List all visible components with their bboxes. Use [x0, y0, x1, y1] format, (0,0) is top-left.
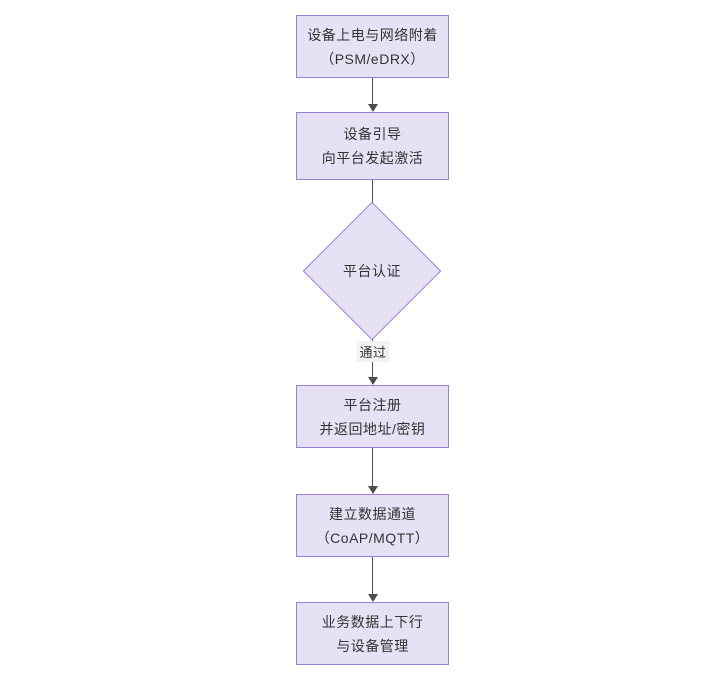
node-power-on[interactable]: 设备上电与网络附着 （PSM/eDRX） — [296, 15, 449, 78]
node-service-data[interactable]: 业务数据上下行 与设备管理 — [296, 602, 449, 665]
node-platform-register[interactable]: 平台注册 并返回地址/密钥 — [296, 385, 449, 448]
node-service-data-line-2: 与设备管理 — [336, 637, 409, 654]
edge-power-on-to-bootstrap-arrow — [368, 104, 378, 112]
node-data-channel[interactable]: 建立数据通道 （CoAP/MQTT） — [296, 494, 449, 557]
node-platform-auth[interactable]: 平台认证 — [302, 201, 442, 341]
edge-data-channel-to-service-data-arrow — [368, 594, 378, 602]
edge-data-channel-to-service-data-line — [372, 557, 373, 594]
node-bootstrap-line-1: 设备引导 — [343, 126, 402, 142]
edge-label-pass: 通过 — [356, 341, 390, 362]
node-service-data-line-1: 业务数据上下行 — [321, 613, 424, 630]
node-power-on-line-1: 设备上电与网络附着 — [307, 26, 438, 43]
node-platform-auth-label: 平台认证 — [343, 263, 401, 279]
edge-power-on-to-bootstrap-line — [372, 78, 373, 104]
edge-platform-auth-to-register-arrow — [368, 377, 378, 385]
node-data-channel-line-1: 建立数据通道 — [329, 505, 416, 522]
node-platform-register-line-1: 平台注册 — [343, 396, 402, 413]
node-platform-register-line-2: 并返回地址/密钥 — [319, 420, 426, 437]
edge-register-to-data-channel-arrow — [368, 486, 378, 494]
node-bootstrap[interactable]: 设备引导 向平台发起激活 — [296, 112, 449, 180]
node-bootstrap-line-2: 向平台发起激活 — [321, 150, 424, 166]
node-power-on-line-2: （PSM/eDRX） — [320, 50, 425, 67]
edge-bootstrap-to-platform-auth-line — [372, 180, 373, 214]
node-data-channel-line-2: （CoAP/MQTT） — [315, 529, 430, 546]
edge-register-to-data-channel-line — [372, 448, 373, 486]
